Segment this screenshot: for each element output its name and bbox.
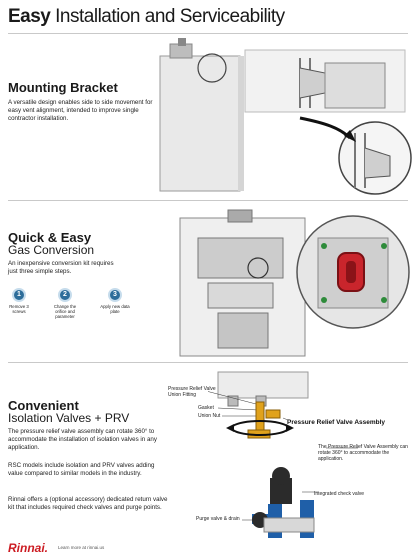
step-3-number: 3 (108, 288, 122, 302)
valves-subtitle: Isolation Valves + PRV (8, 411, 130, 425)
valves-paragraph-3: Rinnai offers a (optional accessory) ded… (8, 496, 168, 511)
step-2-label: Change the orifice and parameter (53, 304, 77, 319)
step-3-label: Apply new data plate (100, 304, 130, 314)
callout-rotate-note: The Pressure Relief Valve Assembly can r… (318, 444, 408, 462)
step-3: 3 Apply new data plate (98, 288, 132, 314)
callout-union-nut: Union Nut (198, 413, 221, 419)
valves-illustration (208, 371, 358, 538)
step-1-label: Remove 3 screws (9, 304, 29, 314)
gas-conversion-illustration (179, 209, 410, 357)
learn-more-link[interactable]: Learn more at rinnai.us (58, 545, 105, 550)
divider (8, 33, 408, 34)
mounting-title: Mounting Bracket (8, 80, 118, 95)
title-bold: Easy (8, 6, 51, 27)
gas-title: Quick & Easy (8, 230, 92, 245)
title-rest: Installation and Serviceability (50, 6, 285, 27)
mounting-bracket-illustration (159, 38, 412, 195)
page-title: Easy Installation and Serviceability (8, 6, 285, 28)
callout-gasket: Gasket (198, 405, 214, 411)
divider (8, 200, 408, 201)
gas-subtitle: Gas Conversion (8, 243, 95, 257)
valves-paragraph-1: The pressure relief valve assembly can r… (8, 428, 157, 451)
callout-prv-assembly: Pressure Relief Valve Assembly (287, 419, 386, 426)
callout-purge: Purge valve & drain (196, 516, 240, 522)
valves-paragraph-2: RSC models include isolation and PRV val… (8, 462, 155, 477)
callout-prv-union: Pressure Relief Valve Union Fitting (168, 386, 216, 398)
step-1: 1 Remove 3 screws (2, 288, 36, 314)
callout-check-valve: Integrated check valve (314, 491, 365, 497)
step-2-number: 2 (58, 288, 72, 302)
gas-body: An inexpensive conversion kit requires j… (8, 260, 114, 275)
step-2: 2 Change the orifice and parameter (48, 288, 82, 319)
step-1-number: 1 (12, 288, 26, 302)
mounting-body: A versatile design enables side to side … (8, 99, 153, 122)
rinnai-logo: Rinnai. (8, 541, 49, 555)
divider (8, 362, 408, 363)
valves-title: Convenient (8, 398, 79, 413)
